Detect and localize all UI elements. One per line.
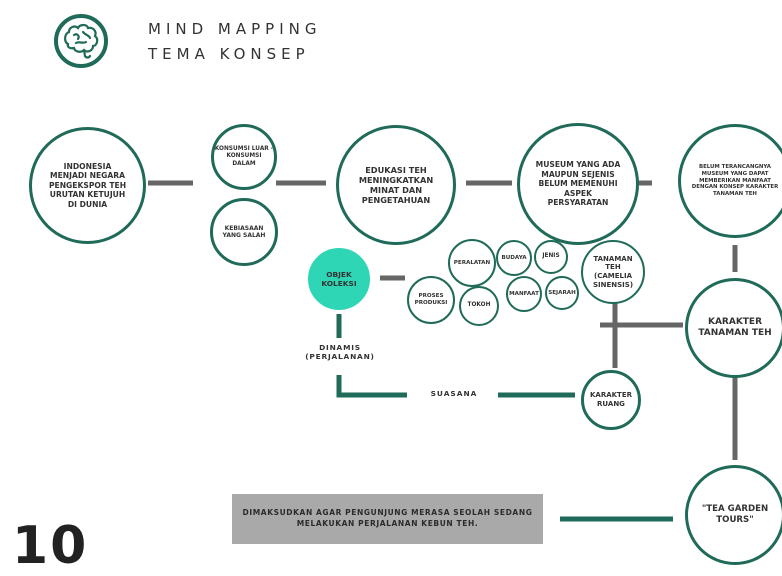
page-number: 10: [12, 516, 89, 576]
node-karakter-ruang: KARAKTER RUANG: [581, 370, 641, 430]
node-jenis-text: JENIS: [542, 253, 560, 260]
connector-dinamis-suasana: [336, 375, 407, 398]
note-box: DIMAKSUDKAN AGAR PENGUNJUNG MERASA SEOLA…: [232, 494, 543, 544]
node-tea-garden-text: "TEA GARDEN TOURS": [701, 504, 769, 525]
node-peralatan: PERALATAN: [448, 239, 496, 287]
header-title-line1: MIND MAPPING: [148, 20, 322, 38]
node-museum: MUSEUM YANG ADA MAUPUN SEJENIS BELUM MEM…: [517, 123, 639, 245]
node-tanaman-text: TANAMAN TEH (CAMELIA SINENSIS): [592, 254, 634, 289]
node-manfaat-text: MANFAAT: [509, 290, 539, 297]
node-tokoh: TOKOH: [459, 286, 499, 326]
node-konsumsi: KONSUMSI LUAR - KONSUMSI DALAM: [211, 124, 277, 190]
node-tea-garden: "TEA GARDEN TOURS": [685, 465, 782, 565]
node-kebiasaan-text: KEBIASAAN YANG SALAH: [222, 224, 266, 240]
node-karakter-tanaman: KARAKTER TANAMAN TEH: [685, 278, 782, 378]
node-objek-text: OBJEK KOLEKSI: [321, 269, 357, 288]
node-jenis: JENIS: [534, 240, 568, 274]
node-manfaat: MANFAAT: [506, 276, 542, 312]
grey-connectors: [148, 180, 738, 460]
node-indonesia: INDONESIA MENJADI NEGARA PENGEKSPOR TEH …: [29, 127, 146, 244]
node-indonesia-text: INDONESIA MENJADI NEGARA PENGEKSPOR TEH …: [48, 161, 127, 209]
label-suasana: SUASANA: [430, 389, 478, 398]
node-budaya-text: BUDAYA: [501, 254, 527, 261]
node-belum-text: BELUM TERANCANGNYA MUSEUM YANG DAPAT MEM…: [691, 164, 779, 198]
brain-logo: [54, 14, 108, 68]
brain-icon: [64, 23, 99, 59]
node-tokoh-text: TOKOH: [467, 302, 491, 309]
node-belum: BELUM TERANCANGNYA MUSEUM YANG DAPAT MEM…: [678, 124, 782, 238]
node-proses-produksi: PROSES PRODUKSI: [407, 276, 455, 324]
node-peralatan-text: PERALATAN: [453, 259, 491, 266]
label-dinamis: DINAMIS (PERJALANAN): [305, 343, 375, 362]
green-connectors: [336, 314, 673, 522]
node-konsumsi-text: KONSUMSI LUAR - KONSUMSI DALAM: [214, 146, 274, 167]
node-sejarah-text: SEJARAH: [548, 289, 576, 296]
node-kebiasaan: KEBIASAAN YANG SALAH: [210, 198, 278, 266]
node-edukasi-text: EDUKASI TEH MENINGKATKAN MINAT DAN PENGE…: [358, 164, 434, 206]
node-proses-text: PROSES PRODUKSI: [414, 293, 448, 306]
node-edukasi: EDUKASI TEH MENINGKATKAN MINAT DAN PENGE…: [336, 125, 456, 245]
node-museum-text: MUSEUM YANG ADA MAUPUN SEJENIS BELUM MEM…: [535, 160, 621, 208]
node-budaya: BUDAYA: [496, 240, 532, 276]
node-tanaman-teh: TANAMAN TEH (CAMELIA SINENSIS): [581, 240, 645, 304]
node-objek-koleksi: OBJEK KOLEKSI: [308, 248, 370, 310]
header-title-line2: TEMA KONSEP: [148, 45, 310, 63]
node-karakter-ruang-text: KARAKTER RUANG: [589, 391, 633, 408]
node-sejarah: SEJARAH: [545, 276, 579, 310]
node-karakter-tanaman-text: KARAKTER TANAMAN TEH: [698, 316, 772, 338]
